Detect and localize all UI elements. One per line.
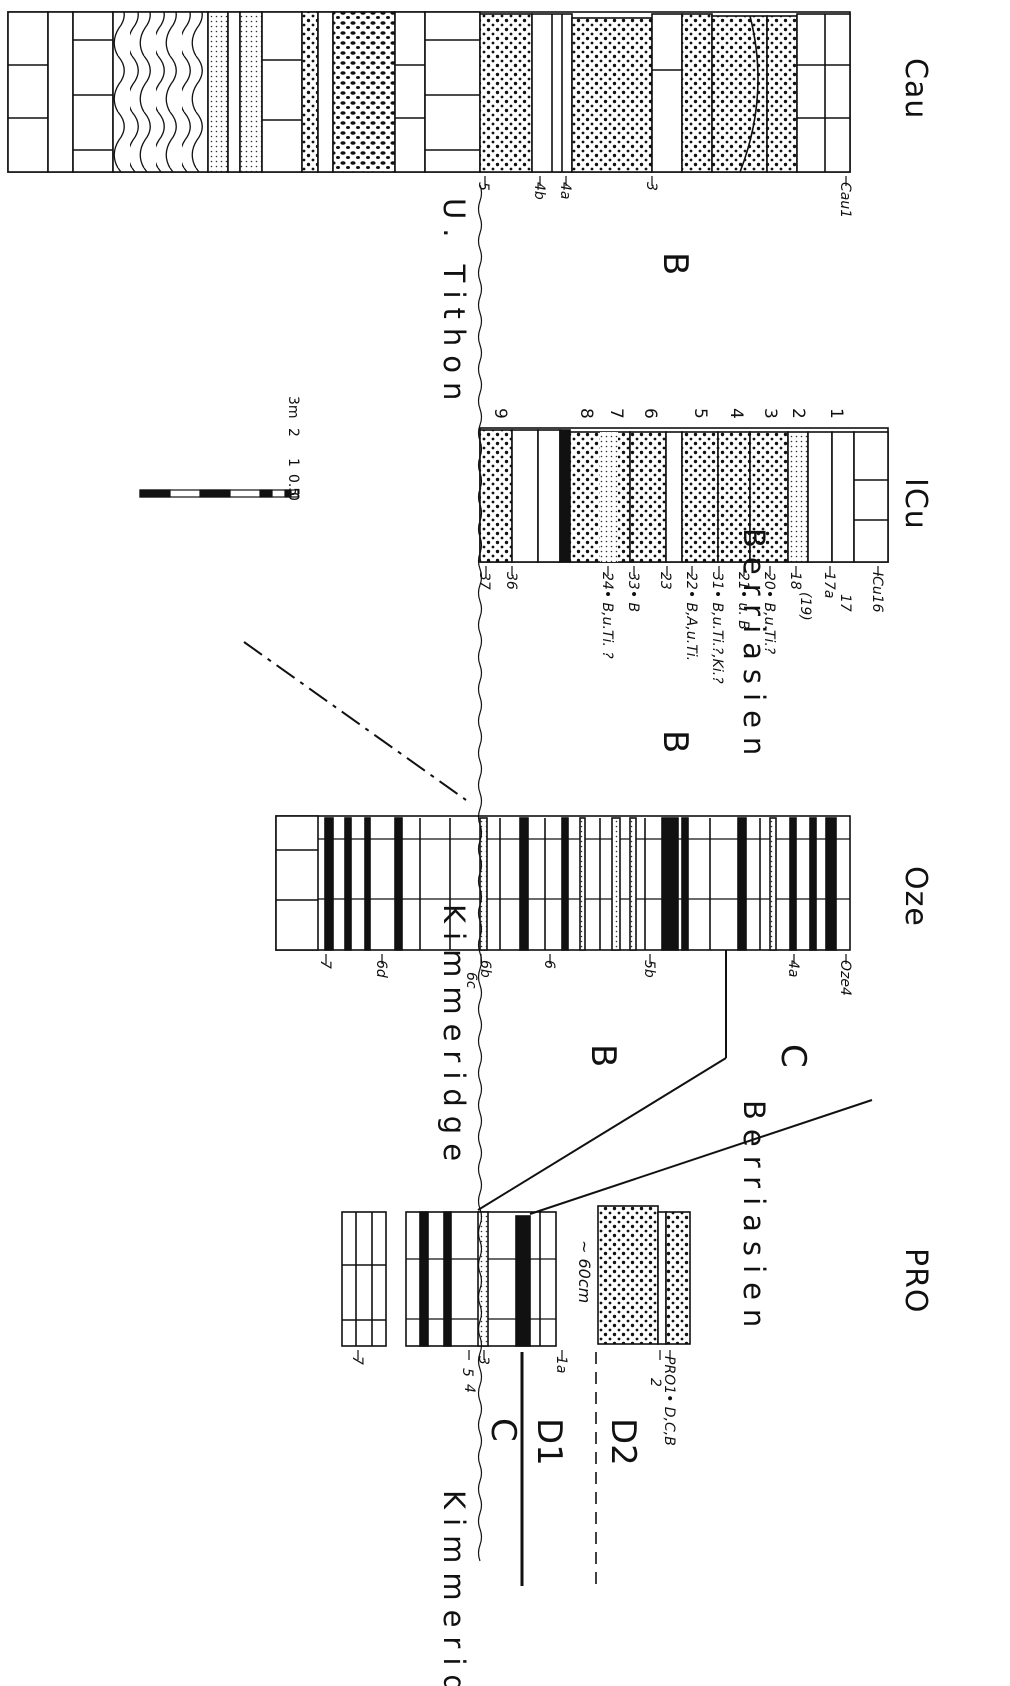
scale-label-3m: 3m bbox=[285, 396, 301, 419]
scale-label-1: 1 bbox=[285, 458, 301, 467]
section-title-oze: Oze bbox=[898, 866, 933, 927]
sample-icu-24: 24• B,u.Ti. ? bbox=[599, 572, 615, 659]
sample-oze-6b: 6b bbox=[477, 960, 493, 978]
sample-pro-7: 7 bbox=[349, 1356, 365, 1365]
column-icu bbox=[479, 427, 889, 563]
sample-pro-3: 3 bbox=[475, 1356, 491, 1365]
sample-oze-6c: 6c bbox=[463, 972, 479, 989]
zone-b-3: B bbox=[583, 1044, 623, 1068]
scale-label-05: 0.5 bbox=[285, 474, 301, 497]
column-oze bbox=[275, 815, 851, 951]
sample-oze-4a: 4a bbox=[785, 960, 801, 978]
stage-kimmeridge-2: Kimmeridge bbox=[437, 1490, 471, 1686]
icu-bed-6: 6 bbox=[640, 408, 660, 419]
sample-arrows bbox=[325, 176, 879, 1360]
sample-pro-2: 2 bbox=[647, 1378, 663, 1387]
zone-c-2: C bbox=[483, 1418, 523, 1442]
correlation-line-pro bbox=[529, 1099, 873, 1215]
pro-thickness-note: ~ 60cm bbox=[575, 1240, 594, 1304]
sample-pro-1a: 1a bbox=[553, 1356, 569, 1374]
column-cau bbox=[7, 11, 851, 173]
sample-oze-7: 7 bbox=[317, 960, 333, 969]
section-title-cau: Cau bbox=[898, 58, 933, 120]
sample-oze-6d: 6d bbox=[373, 960, 389, 978]
sample-oze-4: Oze4 bbox=[837, 960, 853, 996]
sample-icu-33: 33• B bbox=[625, 572, 641, 613]
icu-bed-4: 4 bbox=[726, 408, 746, 419]
sample-icu-17a: 17a bbox=[821, 572, 837, 599]
sample-icu-19: (19) bbox=[797, 592, 813, 621]
scale-label-2: 2 bbox=[285, 428, 301, 437]
column-pro bbox=[341, 1205, 691, 1347]
icu-bed-5: 5 bbox=[690, 408, 710, 419]
sample-cau-5: 5 bbox=[475, 182, 491, 191]
boundary-line bbox=[477, 184, 483, 1562]
sample-pro-4: 4 bbox=[461, 1384, 477, 1393]
sample-pro-5: 5 bbox=[459, 1368, 475, 1377]
sample-icu-20: 20• B,u.Ti.? bbox=[761, 572, 777, 655]
zone-b-1: B bbox=[655, 252, 695, 276]
section-title-pro: PRO bbox=[898, 1248, 933, 1314]
sample-icu-18: 18 bbox=[787, 572, 803, 590]
sample-icu-21: 21• u. B bbox=[735, 572, 751, 630]
sample-cau-4a: 4a bbox=[557, 182, 573, 200]
stage-berriasien-2: Berriasien bbox=[737, 1100, 771, 1337]
zone-d1: D1 bbox=[529, 1418, 569, 1466]
sample-cau-4b: 4b bbox=[531, 182, 547, 200]
sample-icu-16: ICu16 bbox=[869, 572, 885, 613]
icu-bed-9: 9 bbox=[490, 408, 510, 419]
zone-b-2: B bbox=[655, 730, 695, 754]
icu-bed-1: 1 bbox=[826, 408, 846, 419]
correlation-dashdot-line bbox=[243, 641, 467, 801]
sample-icu-23: 23 bbox=[657, 572, 673, 590]
sample-oze-5b: 5b bbox=[641, 960, 657, 978]
icu-bed-3: 3 bbox=[760, 408, 780, 419]
stage-u-tithon: U. Tithon bbox=[437, 198, 471, 410]
sample-icu-17: 17 bbox=[837, 594, 853, 612]
section-title-icu: ICu bbox=[898, 478, 933, 530]
sample-icu-22: 22• B,A,u.Ti. bbox=[683, 572, 699, 662]
sample-icu-36: 36 bbox=[503, 572, 519, 590]
correlation-line-c-b bbox=[477, 1057, 727, 1211]
zone-d2: D2 bbox=[603, 1418, 643, 1466]
sample-oze-6: 6 bbox=[541, 960, 557, 969]
sample-icu-31: 31• B,u.Ti.?,Ki.? bbox=[709, 572, 725, 684]
scale-bar bbox=[139, 489, 299, 498]
sample-pro-1: PRO1• D,C,B bbox=[661, 1356, 677, 1446]
sample-icu-37: 37 bbox=[476, 572, 492, 590]
stage-kimmeridge-1: Kimmeridge bbox=[437, 904, 471, 1171]
icu-bed-2: 2 bbox=[788, 408, 808, 419]
icu-bed-8: 8 bbox=[576, 408, 596, 419]
sample-cau-3: 3 bbox=[643, 182, 659, 191]
sample-cau-1: Cau1 bbox=[837, 182, 853, 219]
zone-c-1: C bbox=[773, 1044, 813, 1068]
icu-bed-7: 7 bbox=[606, 408, 626, 419]
